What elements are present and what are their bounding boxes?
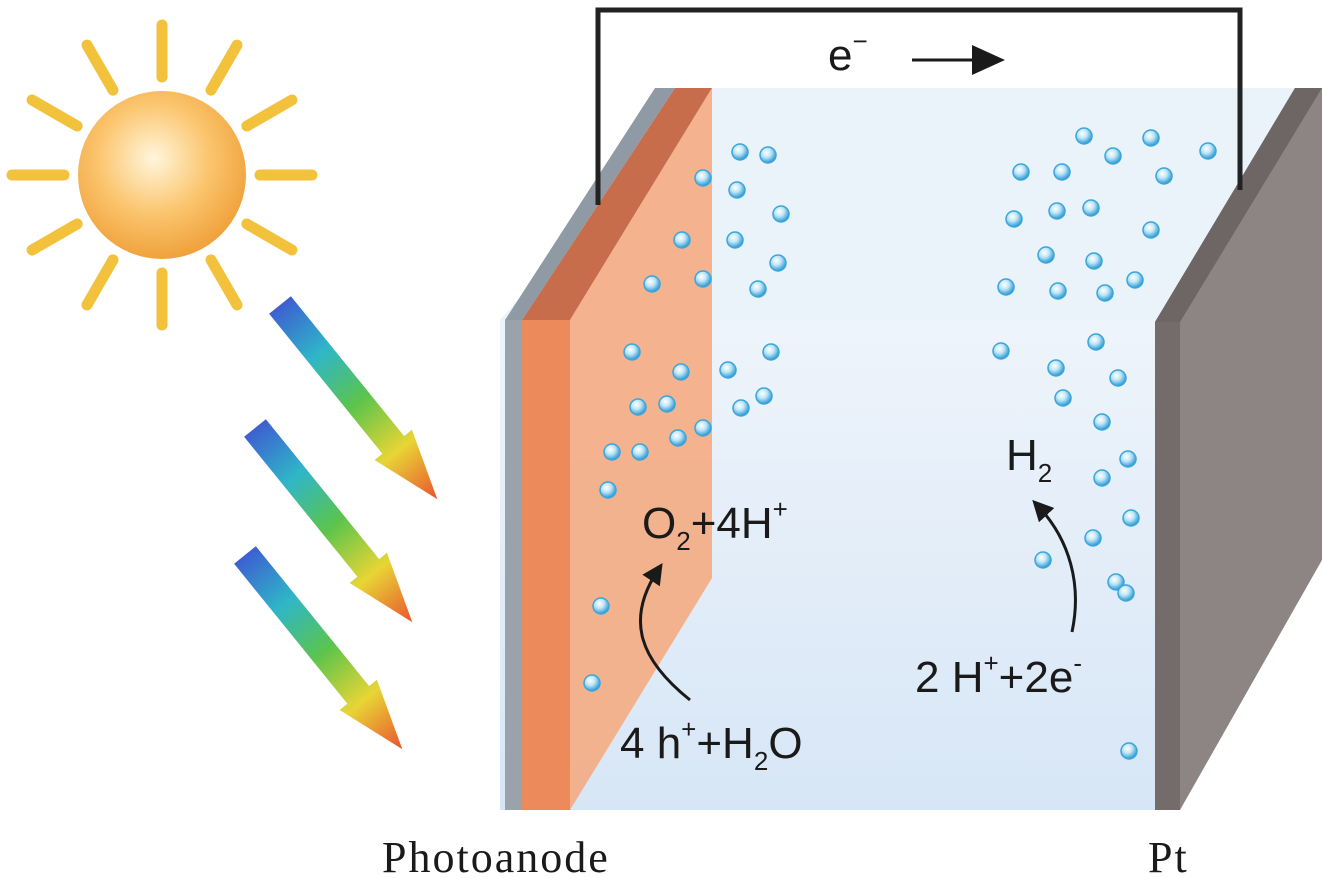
light-ray-arrow-icon xyxy=(234,546,403,750)
gas-bubble-icon xyxy=(1155,167,1173,185)
gas-bubble-icon xyxy=(1093,413,1111,431)
gas-bubble-icon xyxy=(1054,389,1072,407)
gas-bubble-icon xyxy=(1053,163,1071,181)
gas-bubble-icon xyxy=(1087,333,1105,351)
gas-bubble-icon xyxy=(997,278,1015,296)
hydrogen-label: H2 xyxy=(1006,431,1052,488)
gas-bubble-icon xyxy=(1122,509,1140,527)
sun-ray xyxy=(205,39,243,96)
gas-bubble-icon xyxy=(1085,252,1103,270)
gas-bubble-icon xyxy=(1120,742,1138,760)
gas-bubble-icon xyxy=(749,280,767,298)
gas-bubble-icon xyxy=(1082,199,1100,217)
pt-electrode xyxy=(1155,88,1322,810)
electron-label: e− xyxy=(828,26,868,80)
gas-bubble-icon xyxy=(583,674,601,692)
gas-bubble-icon xyxy=(731,143,749,161)
light-ray-arrow-icon xyxy=(244,419,413,623)
gas-bubble-icon xyxy=(1107,573,1125,591)
gas-bubble-icon xyxy=(726,231,744,249)
gas-bubble-icon xyxy=(1142,129,1160,147)
gas-bubble-icon xyxy=(728,181,746,199)
gas-bubble-icon xyxy=(1119,450,1137,468)
wire-arrow-icon xyxy=(912,45,1005,75)
gas-bubble-icon xyxy=(672,363,690,381)
sun-ray xyxy=(81,39,119,96)
sun-ray xyxy=(241,218,298,256)
gas-bubble-icon xyxy=(643,275,661,293)
sun-ray xyxy=(81,254,119,311)
gas-bubble-icon xyxy=(1104,147,1122,165)
gas-bubble-icon xyxy=(694,419,712,437)
sun-ray xyxy=(205,254,243,311)
reduction-reaction-arrow xyxy=(1032,499,1077,633)
gas-bubble-icon xyxy=(1037,246,1055,264)
gas-bubble-icon xyxy=(623,343,641,361)
gas-bubble-icon xyxy=(1084,529,1102,547)
gas-bubble-icon xyxy=(1199,142,1217,160)
gas-bubble-icon xyxy=(762,343,780,361)
proton-electron-equation: 2 H++2e- xyxy=(915,648,1082,702)
light-ray-arrow-icon xyxy=(234,296,438,750)
external-wire xyxy=(595,7,1243,205)
sun-icon xyxy=(6,19,318,331)
gas-bubble-icon xyxy=(669,429,687,447)
gas-bubble-icon xyxy=(719,361,737,379)
gas-bubble-icon xyxy=(1047,359,1065,377)
gas-bubble-icon xyxy=(592,597,610,615)
gas-bubble-icon xyxy=(1034,551,1052,569)
gas-bubble-icon xyxy=(631,443,649,461)
oxygen-equation: O2+4H+ xyxy=(642,494,788,556)
sun-ray xyxy=(241,94,298,132)
gas-bubble-icon xyxy=(1048,202,1066,220)
gas-bubble-icon xyxy=(673,231,691,249)
gas-bubble-icon xyxy=(1075,127,1093,145)
gas-bubble-icon xyxy=(769,254,787,272)
gas-bubble-icon xyxy=(658,395,676,413)
gas-bubble-icon xyxy=(1049,282,1067,300)
pt-label: Pt xyxy=(1148,833,1189,878)
gas-bubble-icon xyxy=(603,443,621,461)
gas-bubble-icon xyxy=(694,270,712,288)
gas-bubble-icon xyxy=(1126,271,1144,289)
gas-bubble-icon xyxy=(1096,284,1114,302)
gas-bubble-icon xyxy=(1093,469,1111,487)
gas-bubble-icon xyxy=(755,387,773,405)
gas-bubble-icon xyxy=(1109,369,1127,387)
photoanode-label: Photoanode xyxy=(382,833,610,878)
gas-bubble-icon xyxy=(732,399,750,417)
gas-bubble-icon xyxy=(1005,210,1023,228)
gas-bubble-icon xyxy=(1012,163,1030,181)
gas-bubble-icon xyxy=(759,146,777,164)
gas-bubbles xyxy=(583,127,1217,760)
gas-bubble-icon xyxy=(1117,584,1135,602)
gas-bubble-icon xyxy=(772,205,790,223)
gas-bubble-icon xyxy=(992,342,1010,360)
oxidation-reaction-arrow xyxy=(638,562,691,702)
light-ray-arrow-icon xyxy=(269,296,438,500)
gas-bubble-icon xyxy=(694,169,712,187)
sun-ray xyxy=(26,94,83,132)
gas-bubble-icon xyxy=(599,481,617,499)
sun-ray xyxy=(26,218,83,256)
hole-water-equation: 4 h++H2O xyxy=(620,714,803,776)
gas-bubble-icon xyxy=(629,398,647,416)
gas-bubble-icon xyxy=(1142,221,1160,239)
